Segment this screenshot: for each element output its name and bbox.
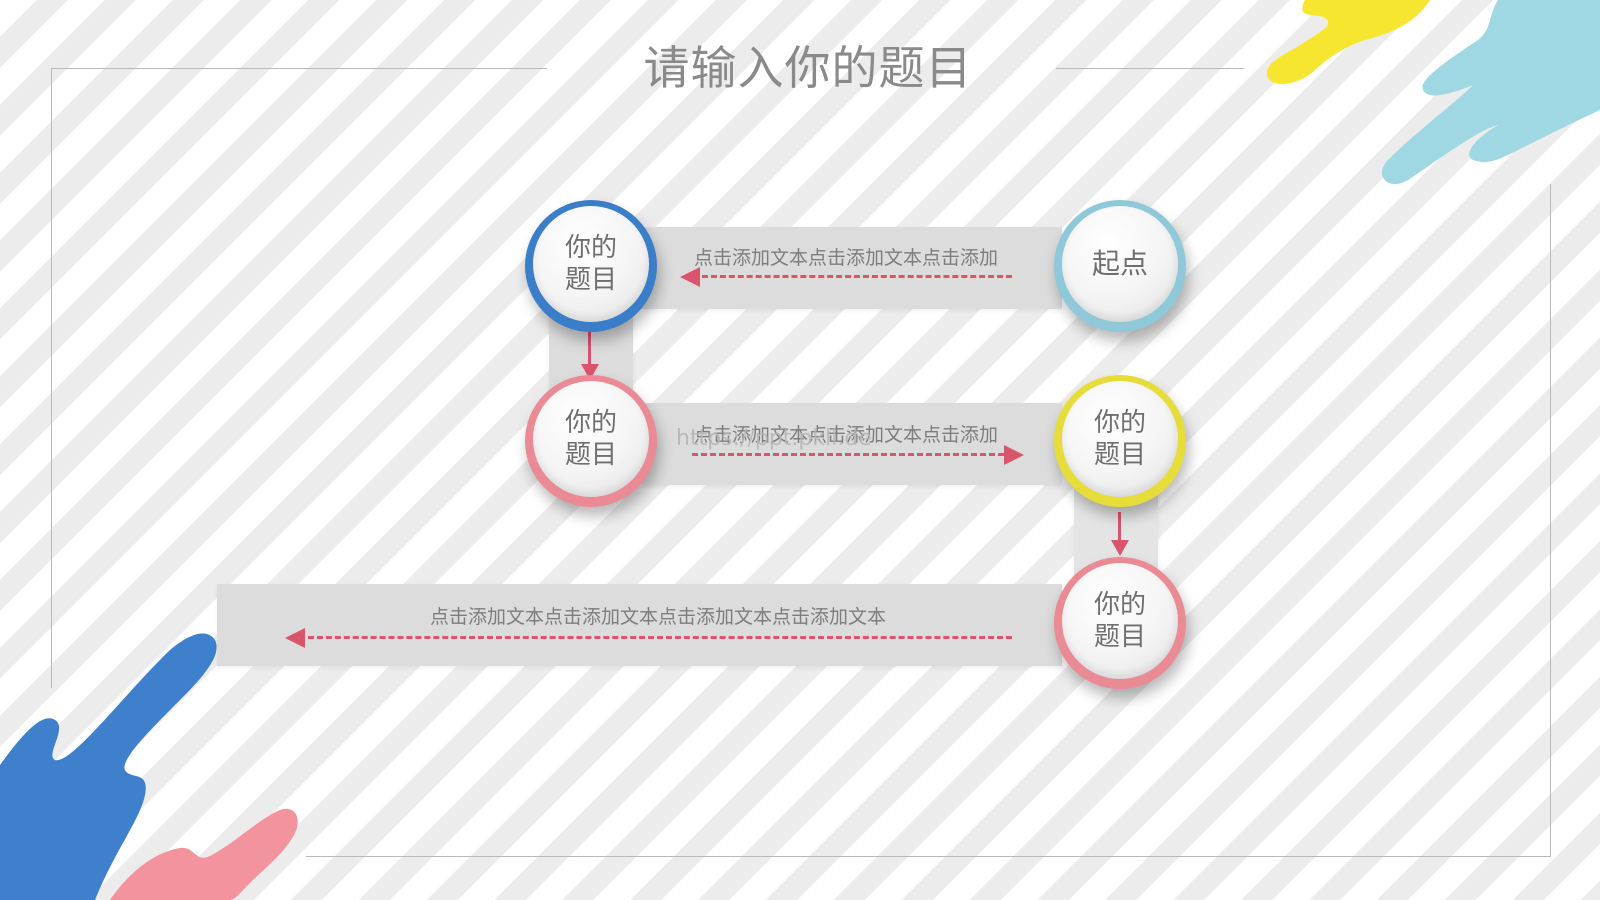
frame-right-line xyxy=(1550,184,1551,856)
arrow-right-middle-icon xyxy=(1004,445,1024,465)
yellow-paint-splash xyxy=(1266,0,1430,85)
arrow-left-bottom-icon xyxy=(285,628,305,648)
node-step4: 你的题目 xyxy=(1054,557,1186,689)
blue-paint-splash xyxy=(0,633,217,900)
node-step2-label: 你的题目 xyxy=(564,408,617,470)
page-title: 请输入你的题目 xyxy=(643,41,973,95)
frame-top-right-line xyxy=(1056,68,1244,69)
dashed-line-top xyxy=(702,275,1012,278)
band-middle-text: 点击添加文本点击添加文本点击添加 xyxy=(694,424,999,446)
down-line-left xyxy=(588,330,591,366)
frame-left-line xyxy=(51,68,52,688)
arrow-left-top-icon xyxy=(680,267,700,287)
node-step1-label: 你的题目 xyxy=(564,233,617,295)
pink-paint-splash xyxy=(110,808,298,900)
node-start: 起点 xyxy=(1054,200,1186,332)
dashed-line-middle xyxy=(692,453,1004,456)
frame-top-left-line xyxy=(51,68,547,69)
frame-bottom-line xyxy=(306,856,1551,857)
node-start-label: 起点 xyxy=(1091,247,1148,280)
down-line-right xyxy=(1118,512,1121,542)
node-step3-label: 你的题目 xyxy=(1093,408,1146,470)
band-bottom-text: 点击添加文本点击添加文本点击添加文本点击添加文本 xyxy=(430,606,887,628)
band-top-text: 点击添加文本点击添加文本点击添加 xyxy=(694,247,999,269)
node-step4-label: 你的题目 xyxy=(1093,590,1146,652)
band-bottom xyxy=(217,584,1062,666)
band-top xyxy=(642,227,1062,309)
node-step1: 你的题目 xyxy=(525,200,657,332)
node-step3: 你的题目 xyxy=(1054,375,1186,507)
dashed-line-bottom xyxy=(308,636,1012,639)
watermark-text: https://ppt.pkll.de xyxy=(676,426,872,451)
cyan-paint-splash xyxy=(1381,0,1600,185)
arrow-down-right-icon xyxy=(1111,540,1129,556)
node-step2: 你的题目 xyxy=(525,375,657,507)
band-middle xyxy=(642,403,1062,485)
